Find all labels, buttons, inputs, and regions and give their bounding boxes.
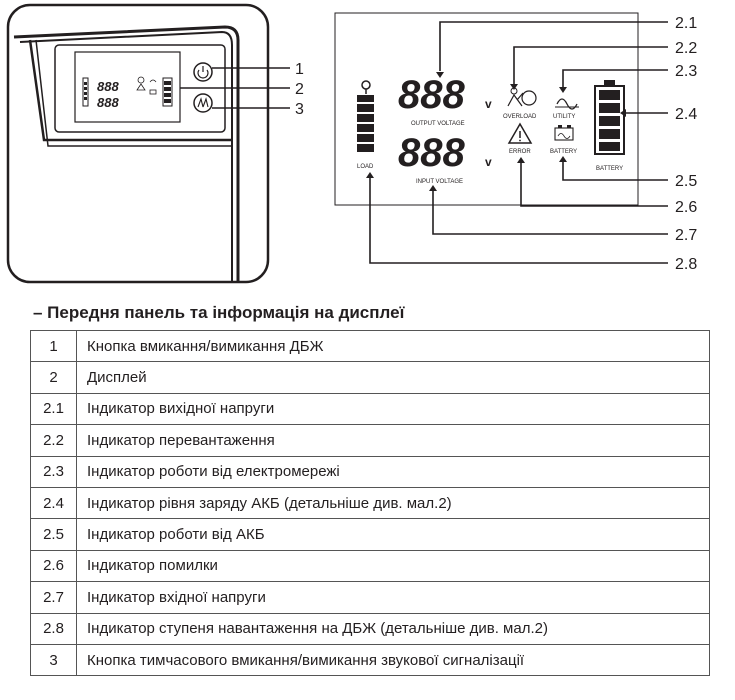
- section-title: – Передня панель та інформація на диспле…: [33, 303, 405, 322]
- row-description: Індикатор роботи від АКБ: [76, 518, 710, 551]
- callout-1: 1: [295, 61, 304, 78]
- mini-output-digits: 888: [97, 79, 119, 94]
- row-description: Індикатор вихідної напруги: [76, 392, 710, 426]
- callout-2-2: 2.2: [675, 40, 697, 57]
- row-number: 2.3: [30, 455, 77, 488]
- callout-leaders: [369, 21, 668, 264]
- battery-mode-label: BATTERY: [550, 149, 577, 155]
- row-number: 2.8: [30, 612, 77, 645]
- row-description: Індикатор вхідної напруги: [76, 581, 710, 614]
- callout-2-1: 2.1: [675, 15, 697, 32]
- row-description: Індикатор ступеня навантаження на ДБЖ (д…: [76, 612, 710, 645]
- callout-2-7: 2.7: [675, 227, 697, 244]
- error-icon: [507, 122, 533, 144]
- load-label: LOAD: [357, 164, 374, 170]
- callout-3: 3: [295, 101, 304, 118]
- ups-front-panel: 888 888 1 2 3: [6, 3, 304, 284]
- utility-icon: [556, 98, 578, 110]
- row-number: 2: [30, 361, 77, 394]
- battery-mode-icon: [554, 125, 574, 141]
- row-description: Дисплей: [76, 361, 710, 394]
- mute-icon: [197, 97, 209, 108]
- row-number: 2.5: [30, 518, 77, 551]
- output-volt-unit: v: [485, 97, 492, 111]
- output-voltage-label: OUTPUT VOLTAGE: [411, 121, 465, 127]
- callout-2-3: 2.3: [675, 63, 697, 80]
- mini-input-digits: 888: [97, 95, 119, 110]
- callout-2-5: 2.5: [675, 173, 697, 190]
- power-icon: [197, 69, 209, 79]
- row-number: 2.6: [30, 549, 77, 583]
- callout-2: 2: [295, 81, 304, 98]
- row-description: Індикатор рівня заряду АКБ (детальніше д…: [76, 486, 710, 520]
- front-panel-figure: 888 888 1 2 3: [6, 3, 697, 284]
- input-voltage-digits: 888: [398, 131, 465, 175]
- load-indicator: LOAD: [357, 80, 374, 170]
- mute-button[interactable]: [193, 93, 213, 113]
- row-description: Кнопка тимчасового вмикання/вимикання зв…: [76, 643, 710, 677]
- callout-2-8: 2.8: [675, 256, 697, 273]
- row-number: 2.7: [30, 581, 77, 614]
- row-number: 1: [30, 329, 77, 363]
- row-description: Індикатор помилки: [76, 549, 710, 583]
- output-voltage-digits: 888: [398, 73, 465, 117]
- utility-label: UTILITY: [553, 114, 575, 120]
- row-description: Кнопка вмикання/вимикання ДБЖ: [76, 329, 710, 363]
- row-number: 3: [30, 643, 77, 677]
- input-volt-unit: v: [485, 155, 492, 169]
- callout-2-4: 2.4: [675, 106, 697, 123]
- row-number: 2.1: [30, 392, 77, 426]
- display-detail: LOAD 888 v OUTPUT VOLTAGE 888 v INPUT VO…: [334, 12, 697, 273]
- row-description: Індикатор роботи від електромережі: [76, 455, 710, 488]
- overload-icon: [507, 87, 537, 107]
- row-number: 2.2: [30, 424, 77, 457]
- error-label: ERROR: [509, 149, 531, 155]
- battery-level-label: BATTERY: [596, 166, 623, 172]
- input-voltage-label: INPUT VOLTAGE: [416, 179, 463, 185]
- overload-label: OVERLOAD: [503, 114, 537, 120]
- row-number: 2.4: [30, 486, 77, 520]
- row-description: Індикатор перевантаження: [76, 424, 710, 457]
- callout-2-6: 2.6: [675, 199, 697, 216]
- battery-level-icon: [594, 80, 625, 155]
